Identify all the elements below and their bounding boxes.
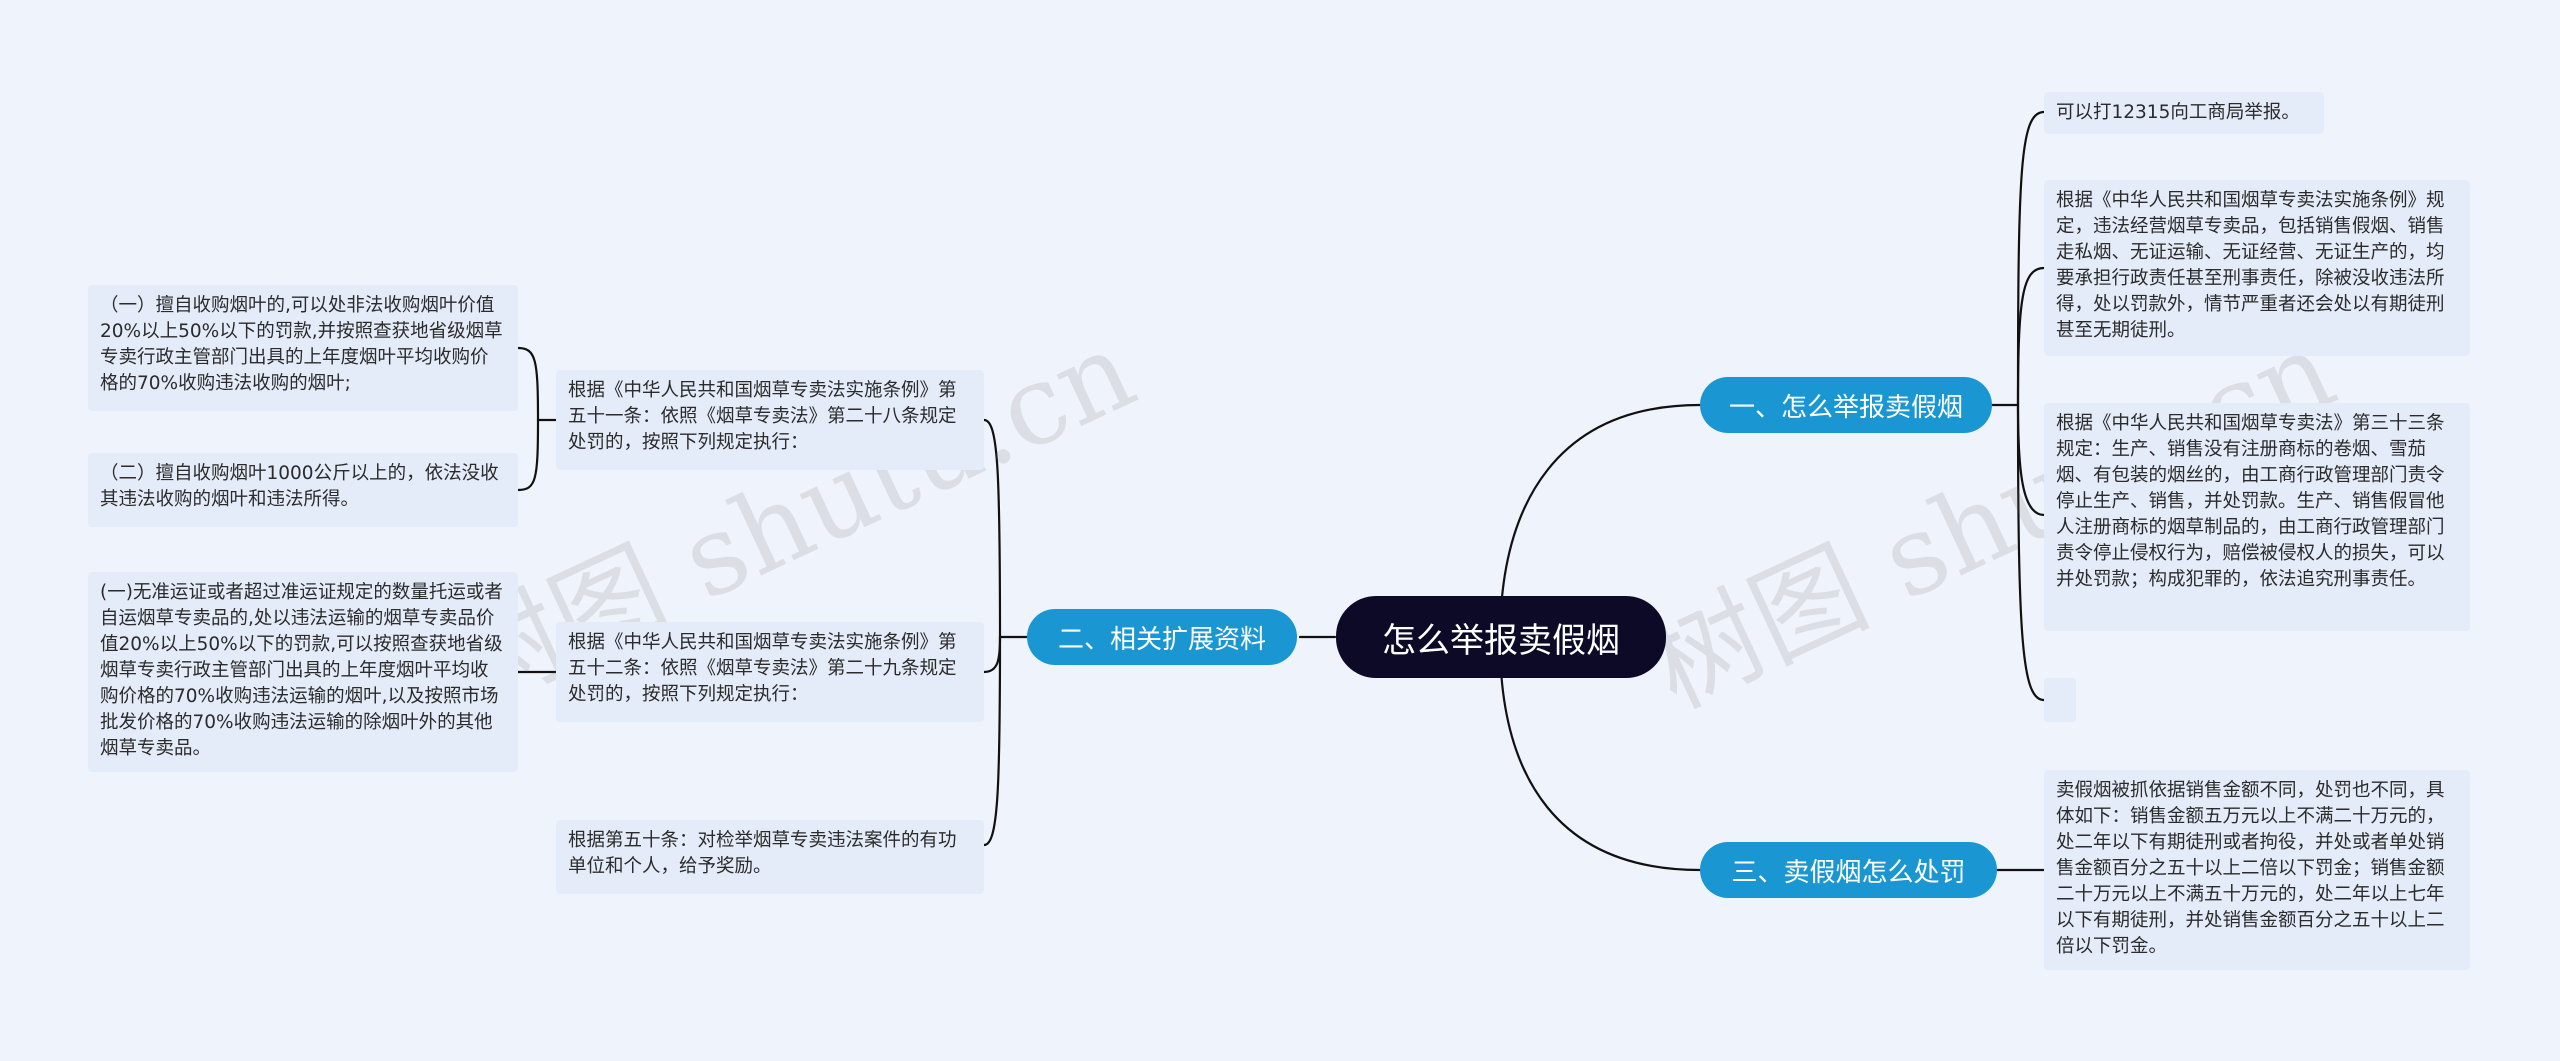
link-b1-item3: [2016, 403, 2046, 517]
link-b1-item1: [2016, 110, 2046, 407]
sub1-item-2[interactable]: （二）擅自收购烟叶1000公斤以上的，依法没收其违法收购的烟叶和违法所得。: [88, 453, 518, 527]
link-b2-item2: [982, 635, 1002, 674]
link-b2-item1: [982, 418, 1002, 639]
branch-penalty[interactable]: 三、卖假烟怎么处罚: [1700, 842, 1997, 898]
link-b1-item4: [2016, 403, 2046, 702]
b2-item-article-52[interactable]: 根据《中华人民共和国烟草专卖法实施条例》第五十二条：依照《烟草专卖法》第二十九条…: [556, 622, 984, 722]
b1-item-regulation[interactable]: 根据《中华人民共和国烟草专卖法实施条例》规定，违法经营烟草专卖品，包括销售假烟、…: [2044, 180, 2470, 356]
b1-item-hotline[interactable]: 可以打12315向工商局举报。: [2044, 92, 2324, 134]
b2-item-article-51[interactable]: 根据《中华人民共和国烟草专卖法实施条例》第五十一条：依照《烟草专卖法》第二十八条…: [556, 370, 984, 470]
b2-item-article-50[interactable]: 根据第五十条：对检举烟草专卖违法案件的有功单位和个人，给予奖励。: [556, 820, 984, 894]
b1-item-empty[interactable]: [2044, 678, 2076, 722]
branch-how-to-report[interactable]: 一、怎么举报卖假烟: [1700, 377, 1992, 433]
sub1-item-1[interactable]: （一）擅自收购烟叶的,可以处非法收购烟叶价值20%以上50%以下的罚款,并按照查…: [88, 285, 518, 411]
link-sub1-item1: [516, 346, 540, 422]
link-root-b1: [1498, 403, 1702, 642]
b3-item-penalty-detail[interactable]: 卖假烟被抓依据销售金额不同，处罚也不同，具体如下：销售金额五万元以上不满二十万元…: [2044, 770, 2470, 970]
sub2-item-1[interactable]: (一)无准运证或者超过准运证规定的数量托运或者自运烟草专卖品的,处以违法运输的烟…: [88, 572, 518, 772]
branch-extended-info[interactable]: 二、相关扩展资料: [1027, 609, 1297, 665]
link-root-b3: [1498, 638, 1702, 872]
link-b1-item2: [2016, 266, 2046, 407]
root-topic[interactable]: 怎么举报卖假烟: [1336, 596, 1666, 678]
b1-item-law-article-33[interactable]: 根据《中华人民共和国烟草专卖法》第三十三条规定：生产、销售没有注册商标的卷烟、雪…: [2044, 403, 2470, 631]
link-sub1-item2: [516, 418, 540, 492]
link-b2-item3: [982, 635, 1002, 847]
